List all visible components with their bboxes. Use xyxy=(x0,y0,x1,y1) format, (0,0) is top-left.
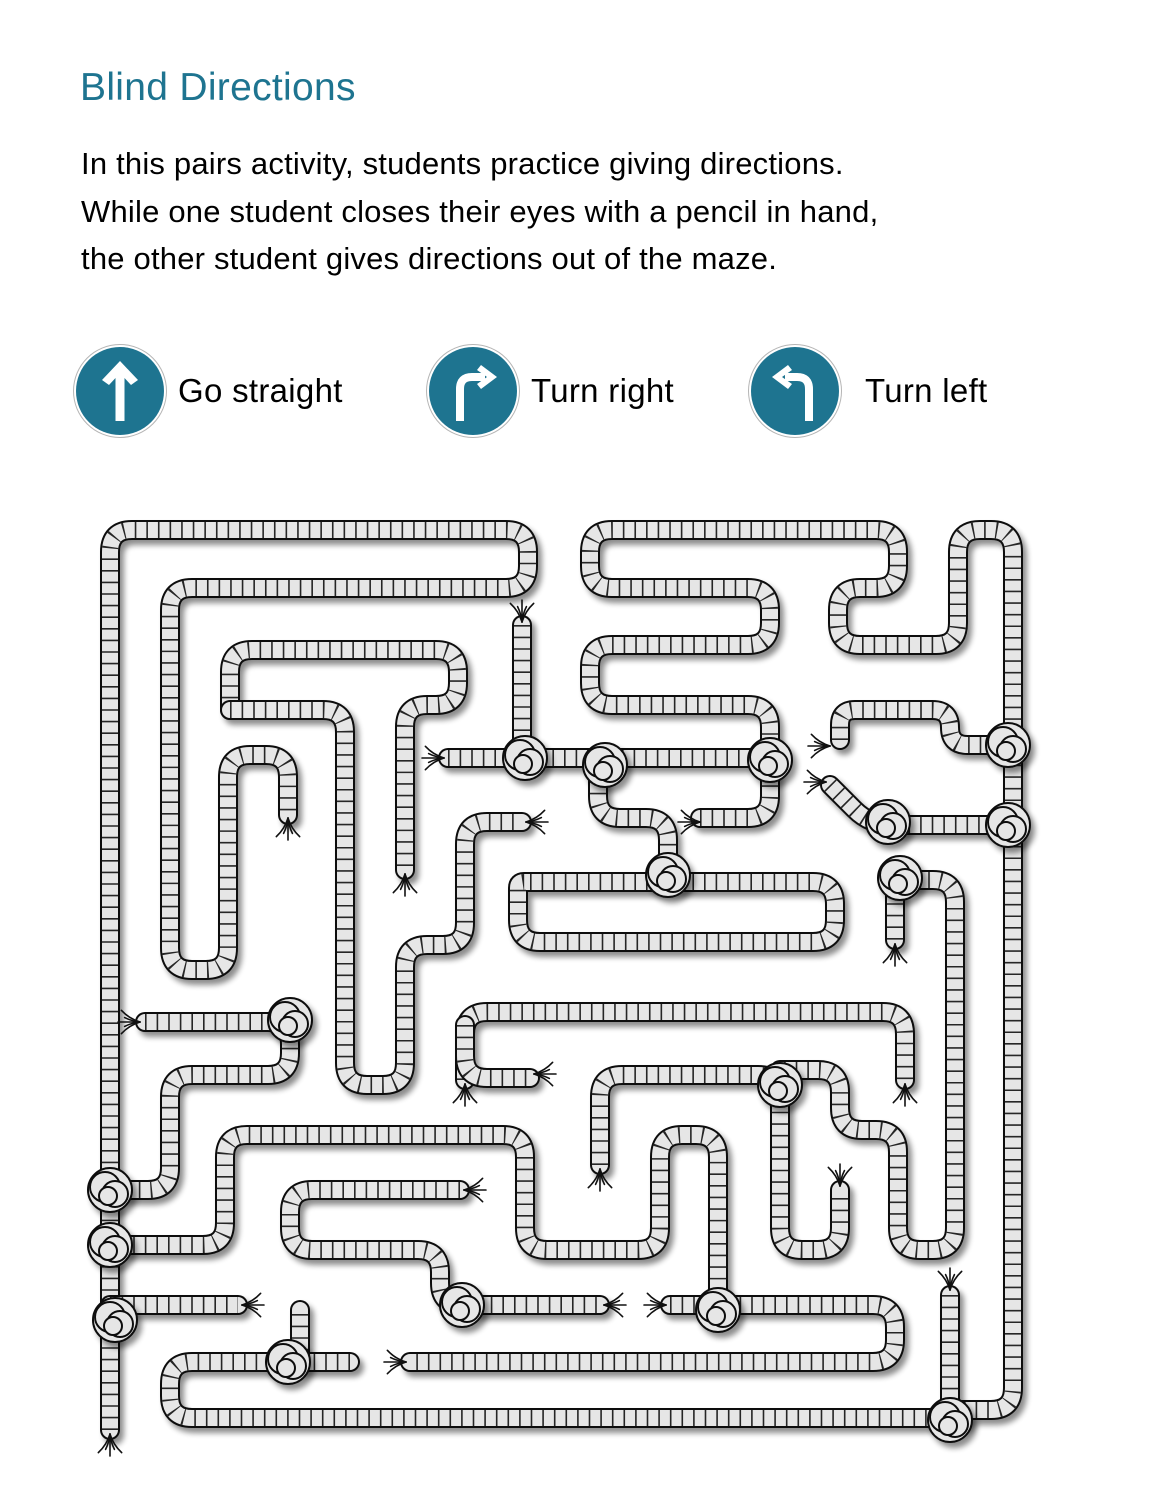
legend-turn-left: Turn left xyxy=(751,345,988,437)
intro-line: While one student closes their eyes with… xyxy=(81,193,879,229)
page-title: Blind Directions xyxy=(80,66,356,109)
arrow-turn-left-icon xyxy=(751,347,839,435)
intro-paragraph: In this pairs activity, students practic… xyxy=(81,140,1141,283)
intro-line: In this pairs activity, students practic… xyxy=(81,146,844,181)
legend-label: Turn right xyxy=(531,372,674,409)
legend-go-straight: Go straight xyxy=(76,345,343,437)
legend-turn-right: Turn right xyxy=(429,345,674,437)
legend-label: Turn left xyxy=(865,372,988,409)
legend-label: Go straight xyxy=(178,372,343,409)
arrow-turn-right-icon xyxy=(429,347,517,435)
intro-line: the other student gives directions out o… xyxy=(81,241,778,276)
arrow-up-icon xyxy=(76,347,164,435)
